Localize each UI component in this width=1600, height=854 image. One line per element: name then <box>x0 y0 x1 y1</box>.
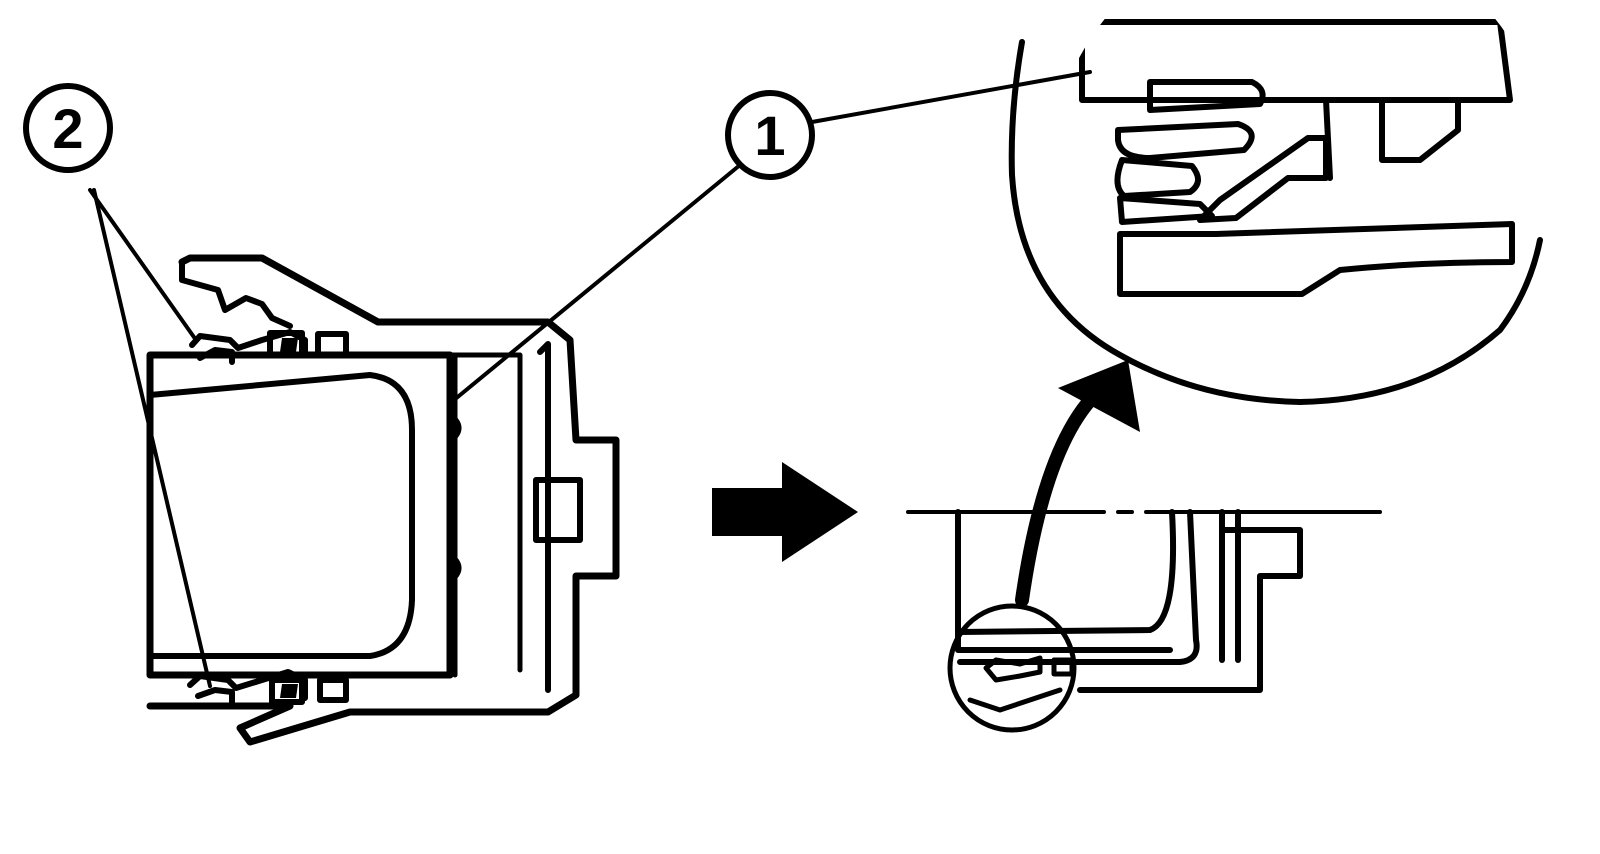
bottom-seal-assembly <box>187 669 349 705</box>
magnified-detail <box>1008 19 1543 405</box>
callout-2-leader-bottom <box>92 188 212 688</box>
seal-retainer <box>1197 135 1329 223</box>
left-assembly-view <box>88 163 742 746</box>
top-seal-assembly <box>189 329 349 365</box>
callout-2-leader-top <box>88 188 198 342</box>
callout-1-label: 1 <box>754 104 785 167</box>
callout-2: 2 <box>23 83 113 173</box>
callout-1-leader-detail <box>810 70 1092 124</box>
detail-circle-large <box>1008 39 1543 405</box>
seal-lip-upper <box>1147 79 1266 113</box>
callout-1-leader-part <box>452 163 742 402</box>
callout-2-label: 2 <box>52 97 83 160</box>
housing-outline <box>146 254 620 746</box>
magnify-arrow-icon <box>1015 383 1107 607</box>
callout-1: 1 <box>725 90 815 180</box>
installed-section-view <box>906 360 1382 733</box>
direction-arrow-icon <box>712 462 858 562</box>
seal-lip-middle <box>1115 121 1255 161</box>
